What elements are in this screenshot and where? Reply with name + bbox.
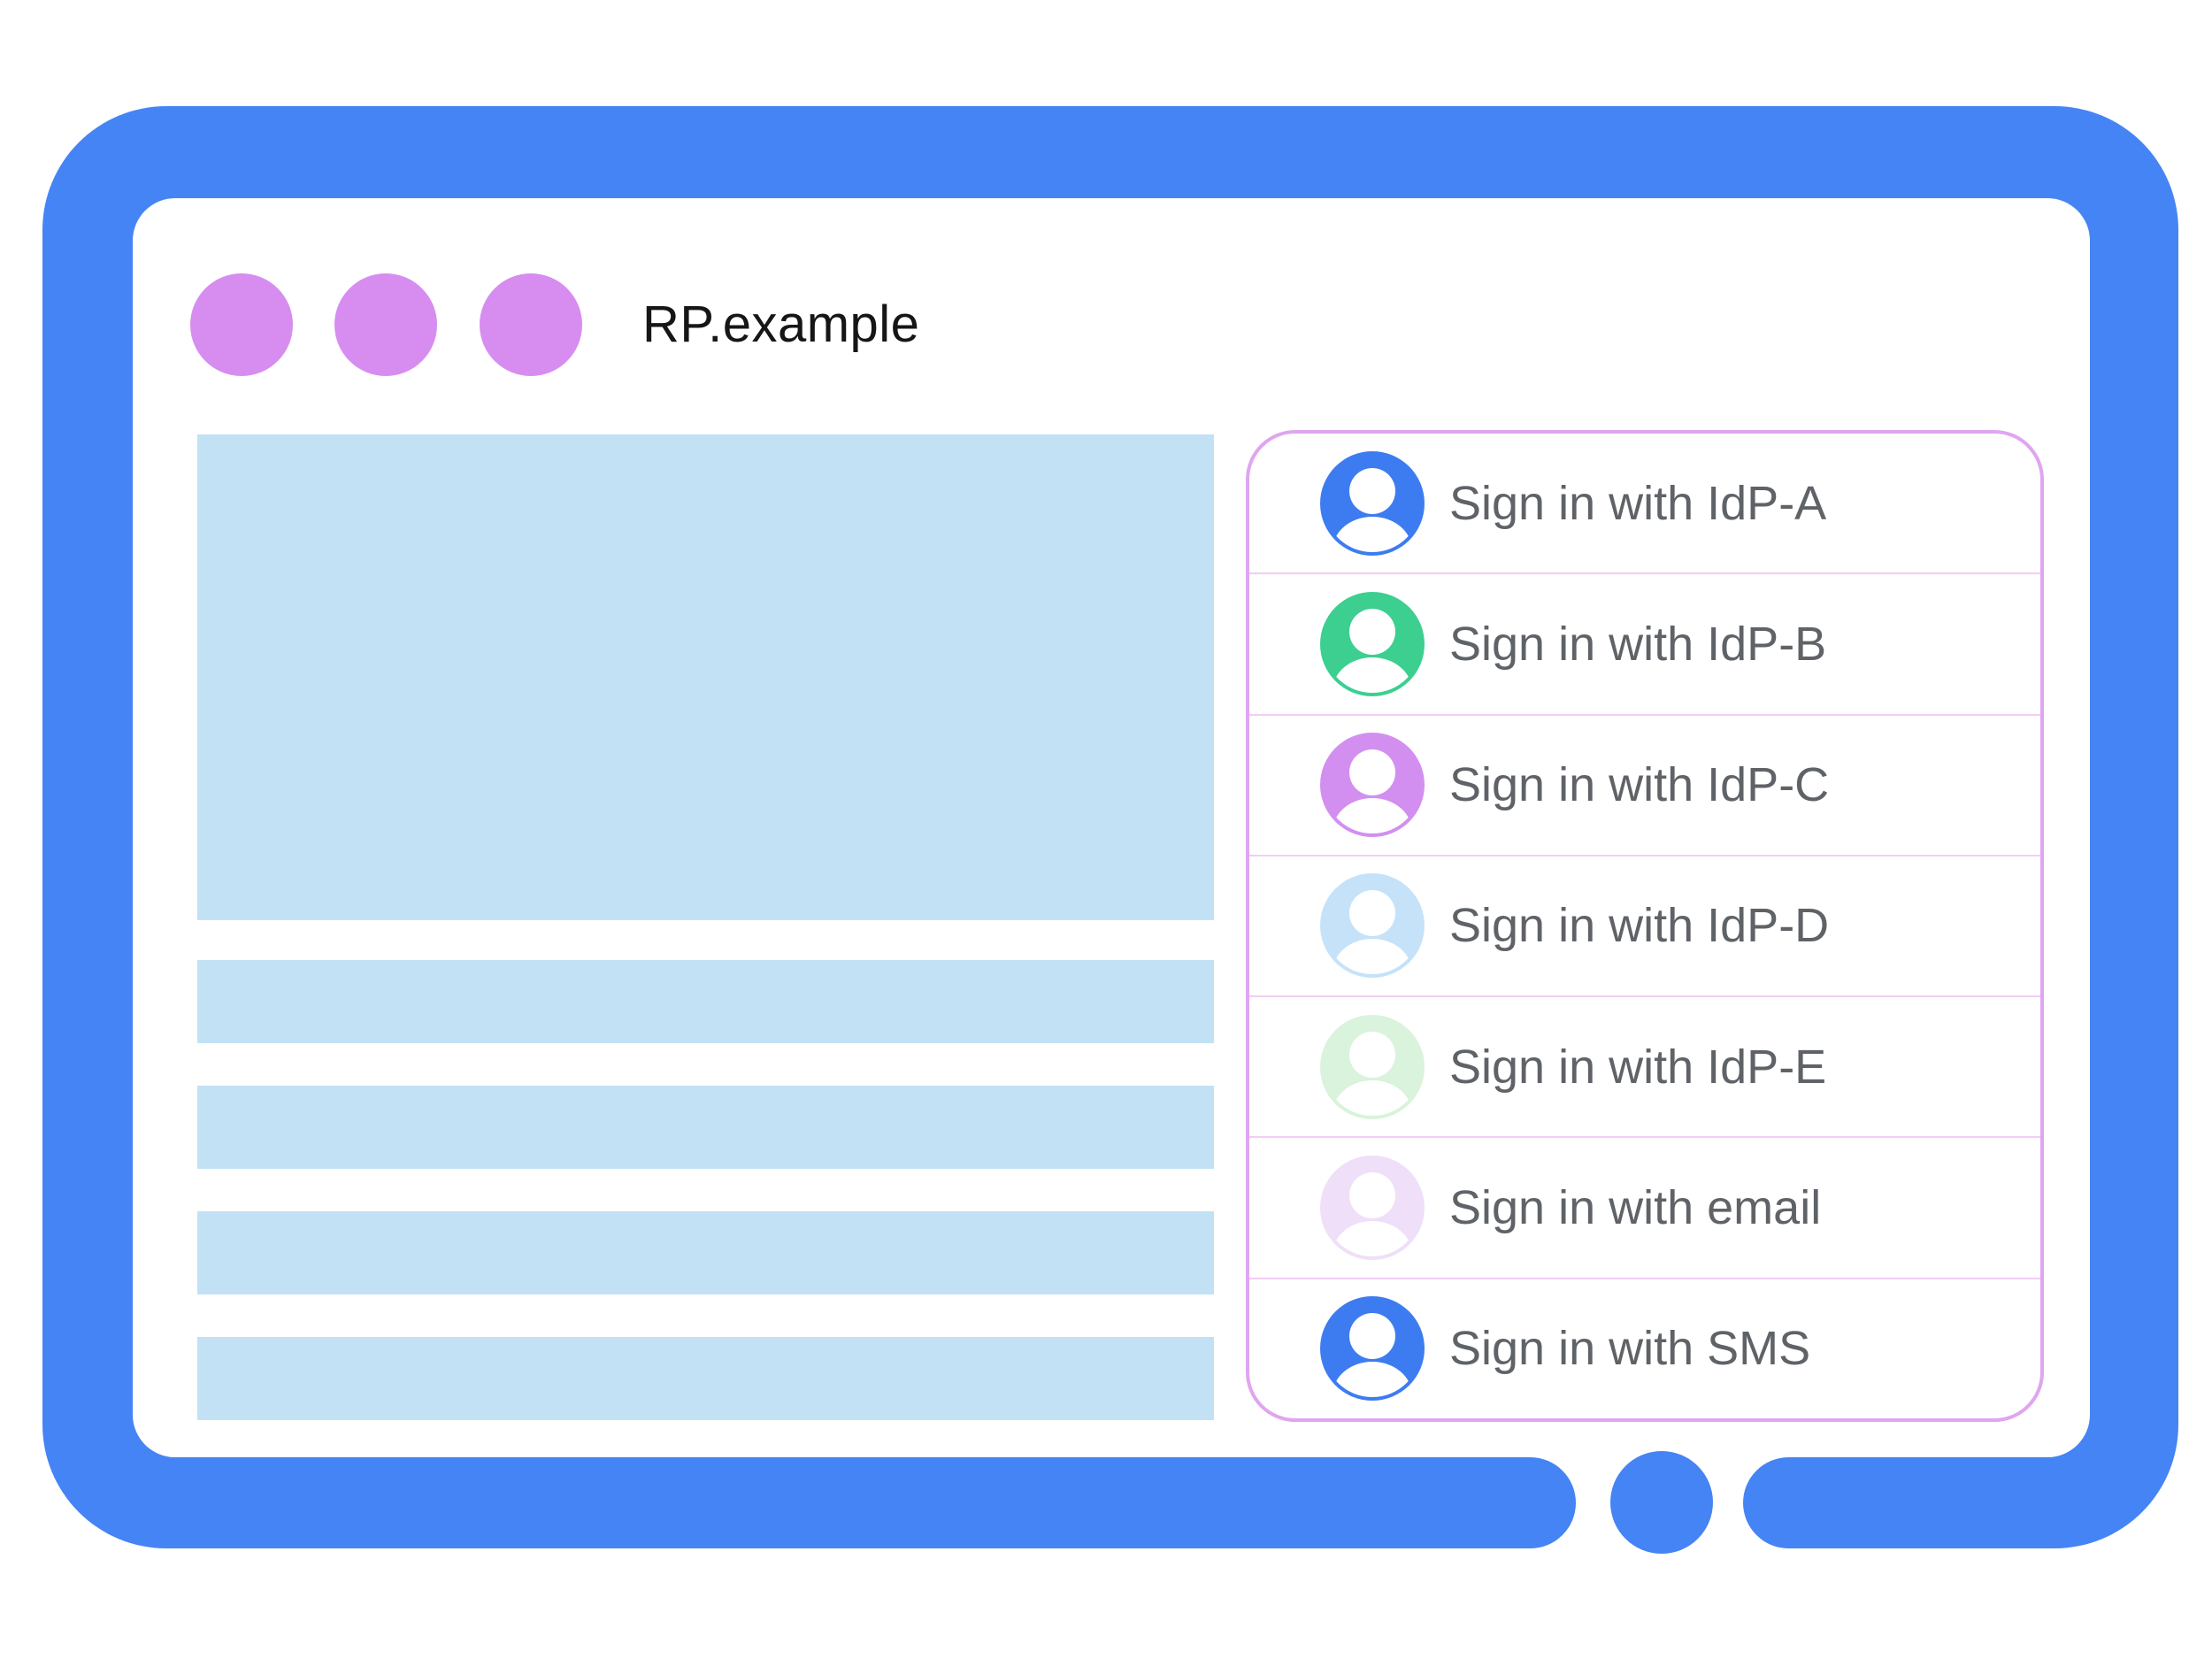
sign-in-option-label: Sign in with IdP-B xyxy=(1449,617,1827,671)
frame-bottom-bar-right-end xyxy=(1743,1457,1849,1548)
sign-in-option-label: Sign in with SMS xyxy=(1449,1322,1811,1376)
sign-in-option-label: Sign in with email xyxy=(1449,1181,1822,1235)
site-title: RP.example xyxy=(642,296,920,353)
user-avatar-icon xyxy=(1320,733,1425,838)
sign-in-option-idp-b[interactable]: Sign in with IdP-B xyxy=(1249,572,2040,713)
window-control-dot xyxy=(334,273,437,376)
home-button xyxy=(1610,1451,1713,1554)
user-avatar-icon xyxy=(1320,450,1425,556)
sign-in-option-idp-d[interactable]: Sign in with IdP-D xyxy=(1249,854,2040,995)
sign-in-option-label: Sign in with IdP-E xyxy=(1449,1040,1827,1094)
content-placeholder-bar xyxy=(197,1211,1214,1294)
user-avatar-icon xyxy=(1320,873,1425,979)
user-avatar-icon xyxy=(1320,591,1425,696)
content-placeholder-bar xyxy=(197,1086,1214,1169)
content-placeholder-block xyxy=(197,434,1214,920)
sign-in-option-idp-a[interactable]: Sign in with IdP-A xyxy=(1249,434,2040,572)
sign-in-option-email[interactable]: Sign in with email xyxy=(1249,1136,2040,1277)
content-placeholder-bar xyxy=(197,1337,1214,1420)
sign-in-option-label: Sign in with IdP-A xyxy=(1449,476,1827,530)
user-avatar-icon xyxy=(1320,1156,1425,1261)
account-chooser-panel: Sign in with IdP-A Sign in with IdP-B Si… xyxy=(1246,430,2044,1422)
content-placeholder-bar xyxy=(197,960,1214,1043)
user-avatar-icon xyxy=(1320,1014,1425,1119)
user-avatar-icon xyxy=(1320,1296,1425,1402)
sign-in-option-label: Sign in with IdP-D xyxy=(1449,899,1830,953)
window-control-dot xyxy=(480,273,582,376)
sign-in-option-label: Sign in with IdP-C xyxy=(1449,758,1830,812)
sign-in-option-sms[interactable]: Sign in with SMS xyxy=(1249,1277,2040,1418)
sign-in-option-idp-e[interactable]: Sign in with IdP-E xyxy=(1249,995,2040,1136)
window-control-dot xyxy=(190,273,293,376)
sign-in-option-idp-c[interactable]: Sign in with IdP-C xyxy=(1249,713,2040,855)
frame-bottom-bar-left-end xyxy=(1469,1457,1576,1548)
